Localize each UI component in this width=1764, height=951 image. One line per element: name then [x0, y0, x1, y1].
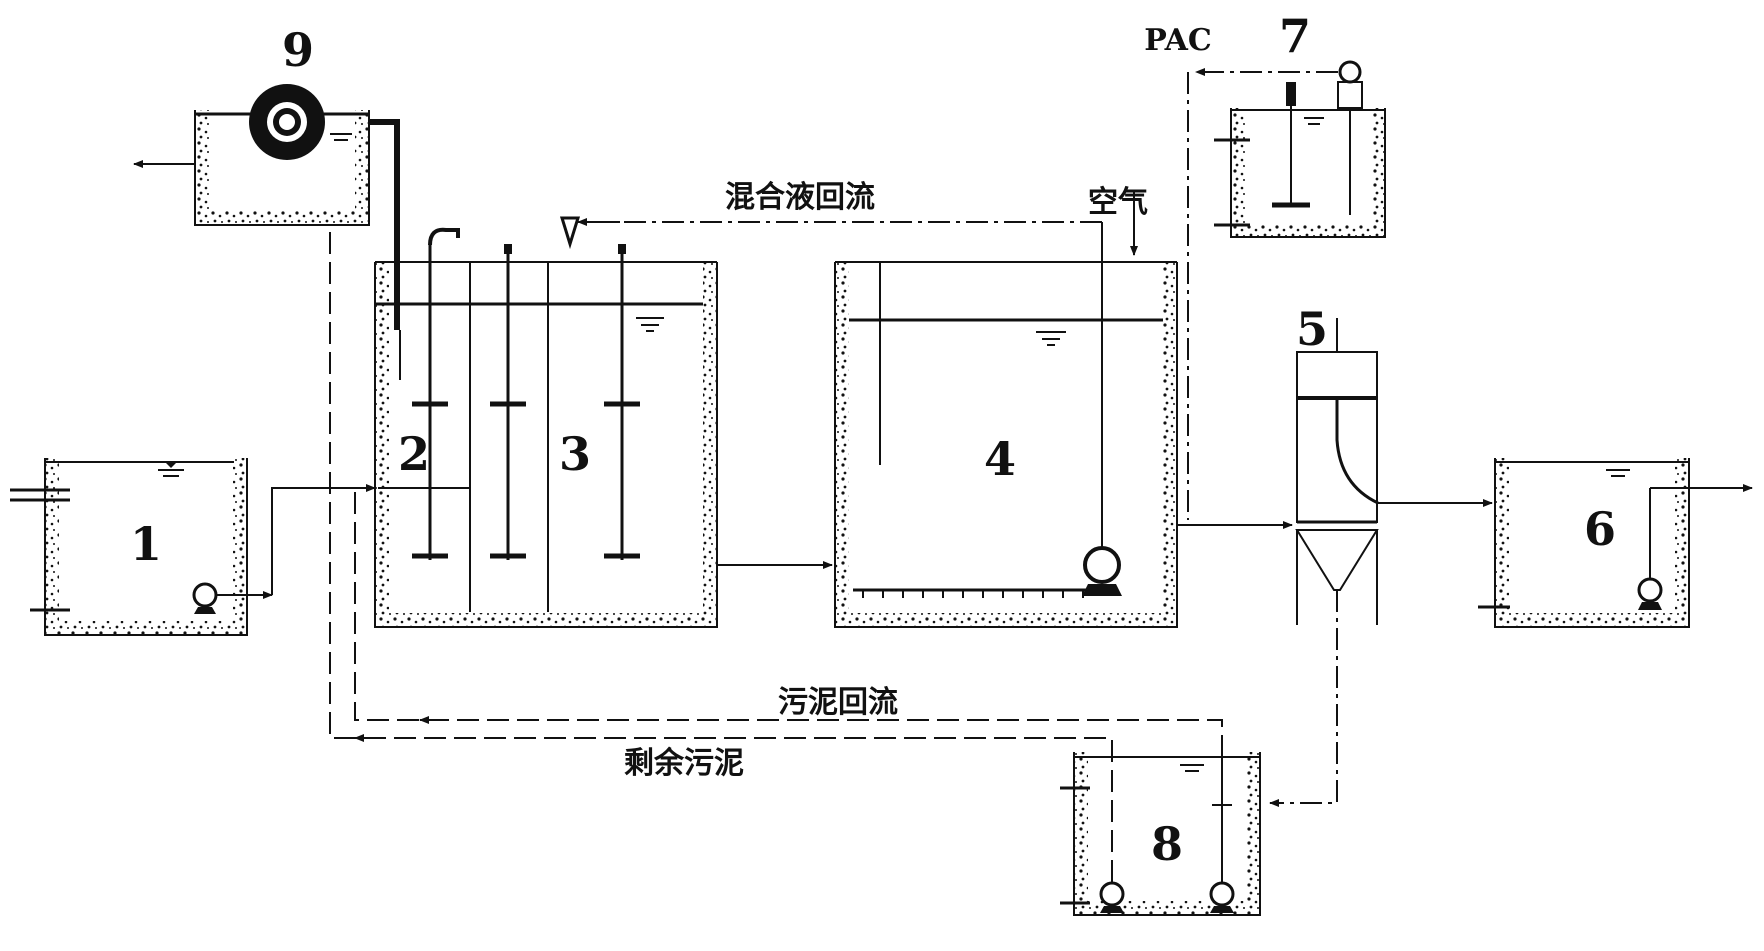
- water-level-icon: [158, 462, 184, 477]
- water-level-icon: [330, 133, 352, 141]
- pump-icon: [192, 582, 218, 614]
- rotary-filter-icon: [249, 84, 325, 160]
- sludge-return-line: [354, 488, 1223, 757]
- pump-icon: [1209, 881, 1235, 913]
- water-level-icon: [1606, 469, 1630, 477]
- mixer-icon: [490, 244, 526, 560]
- unit-8-label: 8: [1151, 817, 1183, 871]
- pump-icon: [1637, 577, 1663, 610]
- mixed-liquor-return-label: 混合液回流: [725, 180, 875, 215]
- tank-1: 1: [10, 458, 248, 636]
- tank-8: 8: [1060, 752, 1261, 916]
- unit-9-label: 9: [282, 23, 314, 77]
- air-label: 空气: [1088, 185, 1148, 220]
- sludge-line-5-to-8: [1269, 590, 1338, 807]
- tank-7: 7: [1214, 9, 1386, 238]
- unit-2-label: 2: [398, 427, 430, 481]
- unit-4-label: 4: [984, 432, 1016, 486]
- aerator-icon: [853, 588, 1086, 598]
- unit-1-label: 1: [130, 517, 162, 571]
- pump-icon: [1082, 546, 1122, 596]
- tank-4: 4: [834, 190, 1178, 628]
- pump-icon: [1337, 60, 1363, 215]
- mixer-icon: [412, 227, 460, 560]
- water-level-icon: [1036, 331, 1066, 346]
- pac-label: PAC: [1144, 23, 1212, 58]
- mixer-icon: [604, 244, 640, 560]
- pipe-1-to-2: [271, 487, 340, 595]
- excess-sludge-label: 剩余污泥: [624, 746, 744, 781]
- mixer-icon: [1272, 82, 1310, 208]
- pac-dosing-line: [1187, 68, 1338, 520]
- pump-icon: [1099, 881, 1125, 913]
- water-level-icon: [1304, 117, 1324, 125]
- unit-3-label: 3: [559, 427, 591, 481]
- unit-5-label: 5: [1296, 302, 1328, 356]
- mixed-liquor-return-line: [559, 216, 1102, 250]
- sludge-return-label: 污泥回流: [778, 685, 898, 720]
- settler-5: 5: [1295, 302, 1379, 625]
- tank-9: 9: [194, 23, 370, 226]
- tank-6: 6: [1478, 458, 1690, 628]
- excess-sludge-line: [329, 225, 1113, 882]
- pipe-9-to-2: [369, 119, 400, 330]
- water-level-icon: [1180, 764, 1204, 772]
- unit-6-label: 6: [1584, 502, 1616, 556]
- water-level-icon: [636, 317, 664, 332]
- unit-7-label: 7: [1279, 9, 1311, 63]
- tank-2-3: 2 3: [374, 227, 718, 628]
